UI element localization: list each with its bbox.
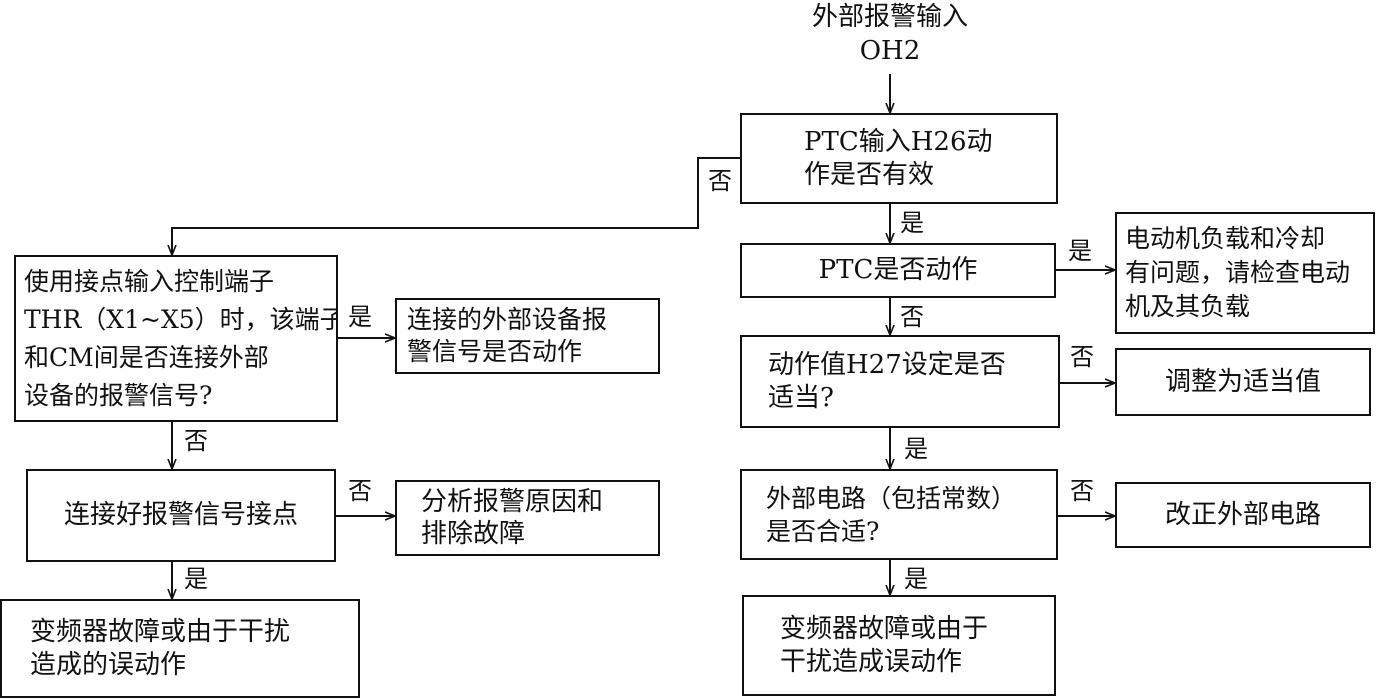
node-connect-contact: 连接好报警信号接点: [26, 469, 336, 562]
label-no-ptc-action: 否: [900, 303, 924, 331]
node-ptc-input: PTC输入H26动 作是否有效: [740, 113, 1058, 204]
label-yes-h27: 是: [904, 435, 928, 463]
label-yes-connect: 是: [184, 565, 208, 593]
node-h27-setting: 动作值H27设定是否 适当?: [740, 335, 1060, 428]
node-ptc-action: PTC是否动作: [740, 243, 1056, 298]
node-inverter-fault-left: 变频器故障或由于干扰 造成的误动作: [0, 599, 360, 698]
label-no-thr: 否: [184, 427, 208, 455]
label-yes-ptc-input: 是: [900, 209, 924, 237]
label-no-external-circuit: 否: [1070, 477, 1094, 505]
label-no-connect: 否: [348, 477, 372, 505]
node-adjust-value: 调整为适当值: [1115, 348, 1371, 416]
edge-ptc-input-to-thr-terminal: [172, 157, 740, 254]
node-inverter-fault-right: 变频器故障或由于 干扰造成误动作: [742, 595, 1056, 696]
node-thr-terminal: 使用接点输入控制端子 THR（X1~X5）时，该端子 和CM间是否连接外部 设备…: [14, 255, 338, 422]
label-yes-external-circuit: 是: [904, 565, 928, 593]
label-yes-thr: 是: [348, 303, 372, 331]
label-no-h27: 否: [1070, 343, 1094, 371]
flowchart-title: 外部报警输入 OH2: [760, 0, 1020, 68]
title-line-1: 外部报警输入: [811, 2, 968, 32]
node-motor-problem: 电动机负载和冷却 有问题，请检查电动 机及其负载: [1115, 212, 1375, 334]
node-external-device: 连接的外部设备报 警信号是否动作: [395, 298, 660, 374]
node-fix-circuit: 改正外部电路: [1115, 482, 1371, 548]
node-analyze-cause: 分析报警原因和 排除故障: [395, 480, 660, 556]
title-line-2: OH2: [859, 36, 921, 66]
label-yes-ptc-action: 是: [1068, 237, 1092, 265]
node-external-circuit: 外部电路（包括常数） 是否合适?: [740, 469, 1058, 560]
label-no-ptc-input: 否: [708, 167, 732, 195]
